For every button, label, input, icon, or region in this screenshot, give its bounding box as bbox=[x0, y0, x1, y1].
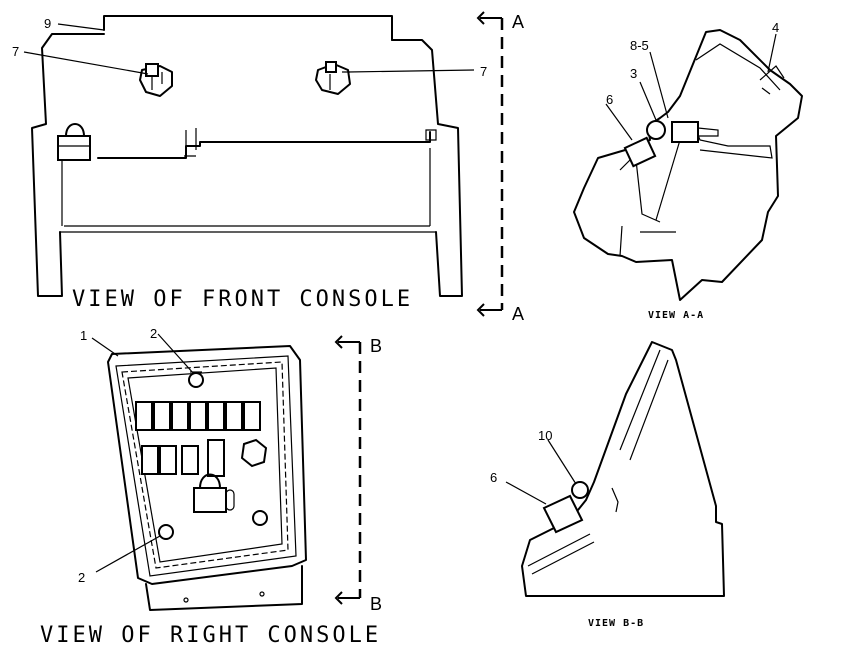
view-aa-drawing bbox=[573, 29, 803, 301]
view-bb-drawing bbox=[505, 341, 725, 597]
view-bb-padlock-icon bbox=[542, 494, 584, 534]
switch-row-top bbox=[135, 401, 261, 431]
callout-8-5: 8-5 bbox=[630, 38, 649, 53]
callout-7-right: 7 bbox=[480, 64, 487, 79]
section-b-marker bbox=[334, 335, 362, 605]
view-bb-outline bbox=[521, 341, 725, 597]
switch-row-bottom bbox=[141, 439, 225, 477]
hex-knob bbox=[240, 438, 268, 468]
right-console-drawing bbox=[91, 333, 307, 611]
section-b-label-top: B bbox=[370, 336, 382, 356]
front-console-drawing bbox=[23, 15, 475, 297]
latch-left bbox=[139, 63, 173, 97]
section-a-marker bbox=[476, 11, 504, 317]
callout-2-bottom: 2 bbox=[78, 570, 85, 585]
callout-4: 4 bbox=[772, 20, 779, 35]
padlock-icon bbox=[57, 123, 91, 161]
section-b-label-bottom: B bbox=[370, 594, 382, 614]
callout-6-aa: 6 bbox=[606, 92, 613, 107]
view-aa-outline bbox=[573, 29, 803, 301]
right-console-title: VIEW OF RIGHT CONSOLE bbox=[40, 623, 381, 648]
bolt-bottom-left bbox=[158, 524, 174, 540]
view-bb-title: VIEW B-B bbox=[588, 618, 644, 629]
front-console-left-side bbox=[31, 33, 105, 297]
section-a-label-bottom: A bbox=[512, 304, 524, 324]
right-console-outline bbox=[107, 345, 307, 585]
bolt-top bbox=[188, 371, 204, 388]
callout-2-top: 2 bbox=[150, 326, 157, 341]
front-console-panel-ledge bbox=[97, 131, 431, 159]
view-aa-title: VIEW A-A bbox=[648, 310, 704, 321]
front-console-lid bbox=[103, 15, 393, 41]
callout-1: 1 bbox=[80, 328, 87, 343]
latch-right bbox=[315, 61, 351, 95]
callout-7-left: 7 bbox=[12, 44, 19, 59]
view-aa-padlock-icon bbox=[623, 136, 657, 168]
callout-10: 10 bbox=[538, 428, 552, 443]
section-a-label-top: A bbox=[512, 12, 524, 32]
front-console-right-side bbox=[391, 39, 463, 297]
bolt-bottom-right bbox=[252, 510, 268, 526]
front-console-title: VIEW OF FRONT CONSOLE bbox=[72, 287, 413, 312]
callout-6-bb: 6 bbox=[490, 470, 497, 485]
callout-3: 3 bbox=[630, 66, 637, 81]
right-console-padlock-icon bbox=[193, 473, 227, 513]
callout-9: 9 bbox=[44, 16, 51, 31]
